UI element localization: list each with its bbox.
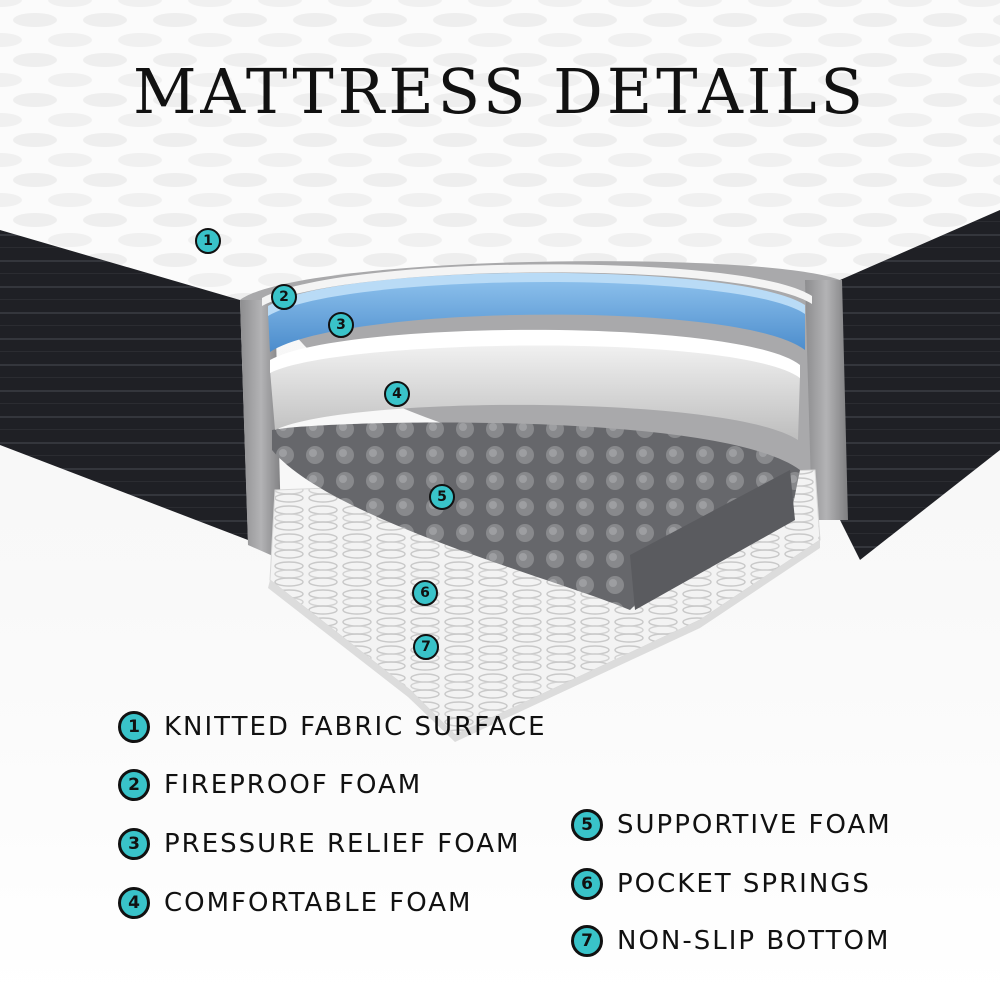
pressure-relief-foam-layer bbox=[268, 279, 805, 352]
legend-label: FIREPROOF FOAM bbox=[164, 770, 423, 800]
supportive-foam-front bbox=[630, 470, 795, 610]
callout-badge-3: 3 bbox=[328, 312, 354, 338]
comfortable-foam-layer bbox=[270, 342, 800, 440]
fireproof-foam-layer bbox=[262, 264, 812, 306]
legend-item-non-slip-bottom: 7 NON-SLIP BOTTOM bbox=[571, 924, 890, 958]
legend-badge-4: 4 bbox=[118, 887, 150, 919]
callout-badge-6: 6 bbox=[412, 580, 438, 606]
legend-item-comfortable-foam: 4 COMFORTABLE FOAM bbox=[118, 886, 473, 920]
mattress-top-surface bbox=[0, 0, 1000, 300]
legend-label: NON-SLIP BOTTOM bbox=[617, 926, 891, 956]
left-side-panel bbox=[0, 230, 248, 540]
page-title: MATTRESS DETAILS bbox=[132, 55, 868, 128]
legend-label: KNITTED FABRIC SURFACE bbox=[164, 712, 547, 742]
non-slip-bottom-layer bbox=[268, 540, 820, 742]
callout-badge-5: 5 bbox=[429, 484, 455, 510]
legend-item-fireproof-foam: 2 FIREPROOF FOAM bbox=[118, 768, 422, 802]
comfortable-foam-top bbox=[270, 329, 800, 378]
legend-item-supportive-foam: 5 SUPPORTIVE FOAM bbox=[571, 808, 892, 842]
legend-badge-3: 3 bbox=[118, 828, 150, 860]
legend-label: POCKET SPRINGS bbox=[617, 869, 871, 899]
legend-item-knitted-fabric: 1 KNITTED FABRIC SURFACE bbox=[118, 710, 547, 744]
callout-badge-1: 1 bbox=[195, 228, 221, 254]
legend-badge-1: 1 bbox=[118, 711, 150, 743]
right-side-panel bbox=[840, 210, 1000, 560]
callout-badge-7: 7 bbox=[413, 634, 439, 660]
legend-label: PRESSURE RELIEF FOAM bbox=[164, 829, 521, 859]
callout-badge-4: 4 bbox=[384, 381, 410, 407]
legend-badge-6: 6 bbox=[571, 868, 603, 900]
legend-item-pressure-relief-foam: 3 PRESSURE RELIEF FOAM bbox=[118, 827, 520, 861]
legend-item-pocket-springs: 6 POCKET SPRINGS bbox=[571, 867, 871, 901]
legend-label: COMFORTABLE FOAM bbox=[164, 888, 473, 918]
legend-badge-7: 7 bbox=[571, 925, 603, 957]
pressure-relief-foam-top bbox=[268, 272, 805, 316]
legend-badge-5: 5 bbox=[571, 809, 603, 841]
legend-badge-2: 2 bbox=[118, 769, 150, 801]
callout-badge-2: 2 bbox=[271, 284, 297, 310]
legend-label: SUPPORTIVE FOAM bbox=[617, 810, 892, 840]
cutaway-wall-right bbox=[805, 280, 848, 520]
